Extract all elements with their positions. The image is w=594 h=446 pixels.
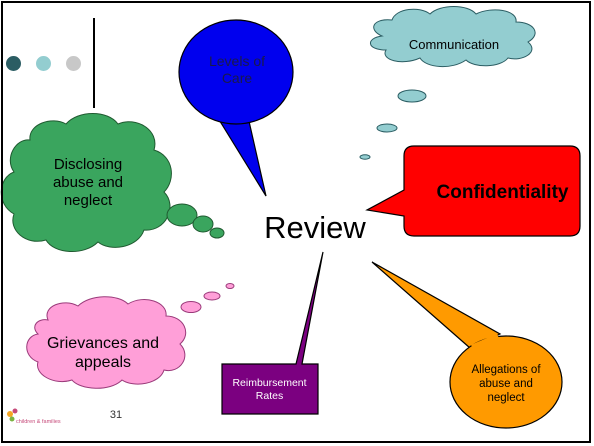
levels-of-care-label: Levels of Care [208,53,266,86]
comm-bubble-3 [359,154,371,160]
decor-dot-2 [36,56,51,71]
griev-bubble-3 [225,283,235,289]
review-center-label: Review [264,210,366,246]
disc-bubble-1 [166,203,198,227]
decor-vertical-bar [93,18,95,108]
grievances-cloud [26,283,235,389]
allegations-label: Allegations of abuse and neglect [471,364,541,404]
comm-bubble-1 [397,89,427,103]
griev-bubble-1 [180,301,202,313]
confidentiality-callout [365,145,581,237]
confidentiality-label: Confidentiality [436,181,569,203]
decor-dot-3 [66,56,81,71]
logo-icon [7,408,18,422]
communication-label: Communication [408,37,500,53]
reimbursement-label: Reimbursement Rates [232,377,307,402]
communication-cloud [359,6,536,160]
allegations-callout [371,261,563,429]
comm-bubble-2 [376,123,398,133]
levels-of-care-callout [178,19,294,197]
disclosing-cloud [0,113,225,253]
grievances-label: Grievances and appeals [46,334,160,371]
reimbursement-callout [221,251,324,415]
disc-bubble-2 [192,215,214,233]
logo-text: children & families [16,419,61,425]
decor-dot-1 [6,56,21,71]
griev-bubble-2 [203,291,221,301]
page-number: 31 [109,409,123,422]
disc-bubble-3 [209,227,225,239]
disclosing-label: Disclosing abuse and neglect [52,156,124,209]
